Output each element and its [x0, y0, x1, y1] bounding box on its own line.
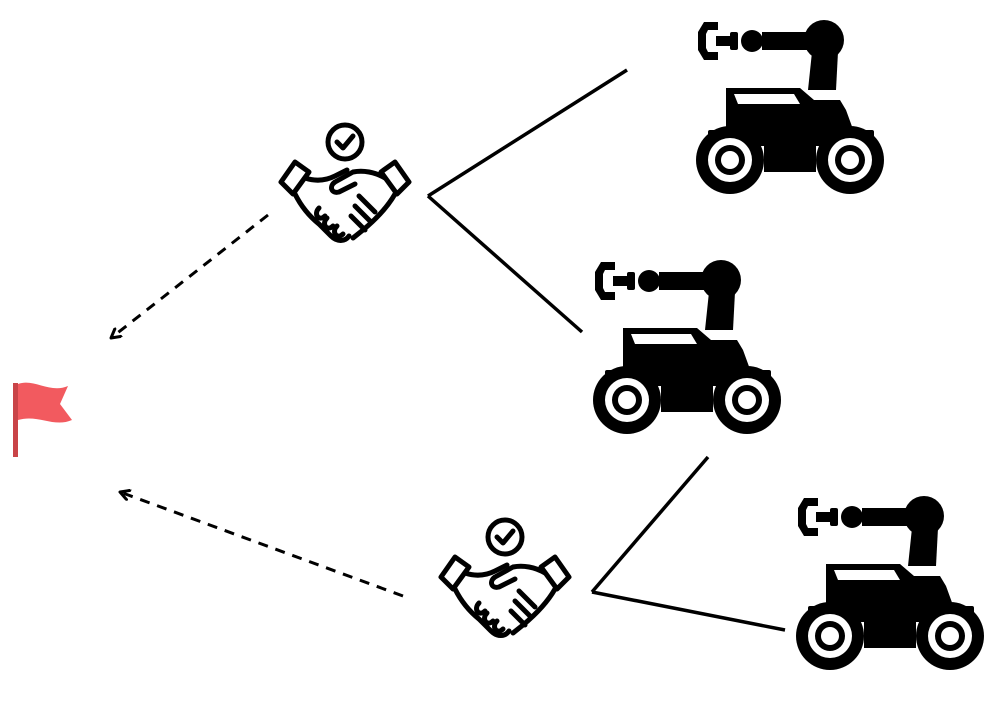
robot-arm-vehicle-icon: [696, 20, 884, 194]
edge-robot-top-to-agreement-top: [427, 68, 628, 198]
solid-connectors: [426, 68, 786, 632]
edge-robot-middle-to-agreement-top: [426, 194, 584, 334]
red-flag-icon: [13, 382, 72, 457]
dashed-arrows: [111, 213, 404, 598]
edge-robot-bottom-to-agreement-bottom: [591, 590, 786, 632]
arrow-agreement-top-to-flag: [111, 213, 269, 338]
robot-arm-vehicle-icon: [796, 496, 984, 670]
arrow-agreement-bottom-to-flag: [120, 492, 404, 598]
robot-arm-vehicle-icon: [593, 260, 781, 434]
handshake-check-icon: [441, 520, 569, 636]
edge-robot-middle-to-agreement-bottom: [590, 455, 710, 594]
handshake-check-icon: [281, 125, 409, 241]
